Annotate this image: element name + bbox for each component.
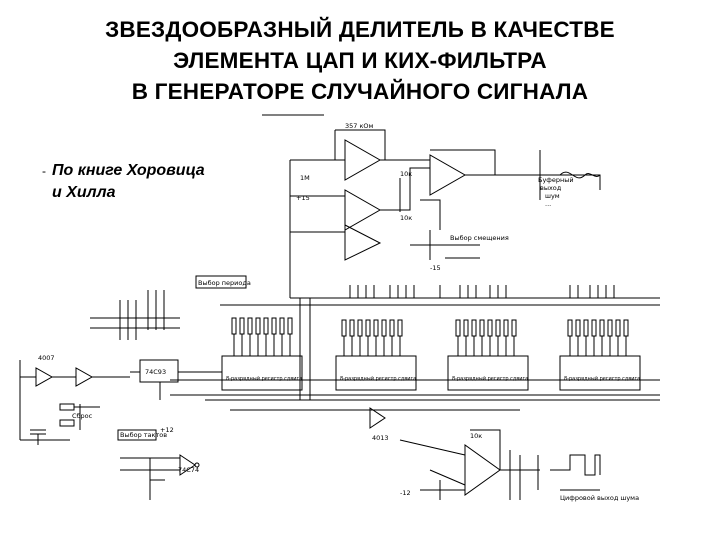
source-note: - По книге Хоровица и Хилла (42, 160, 205, 204)
title-line-3: В ГЕНЕРАТОРЕ СЛУЧАЙНОГО СИГНАЛА (131, 79, 589, 104)
resistor-array-1 (231, 317, 293, 356)
shift-register-3 (447, 355, 529, 391)
shift-register-4 (559, 355, 641, 391)
title-line-1: ЗВЕЗДООБРАЗНЫЙ ДЕЛИТЕЛЬ В КАЧЕСТВЕ (105, 17, 615, 42)
schem-label-top: 357 кОм (345, 122, 374, 130)
schem-chip-3: 4013 (372, 434, 389, 442)
resistor-array-4 (567, 319, 629, 356)
counter-chip (139, 359, 179, 383)
schem-label-digital: Цифровой выход шума (560, 494, 639, 502)
note-bullet: - (42, 164, 46, 178)
note-line-2: и Хилла (52, 184, 116, 201)
schematic-labels: 357 кОм Буферный выход шум ... Выбор сме… (38, 122, 640, 502)
schem-pin-0: +12 (160, 426, 174, 434)
schem-label-reset: Сброс (72, 412, 93, 420)
schem-label-out-2: шум (545, 192, 560, 200)
schematic-wiring (19, 114, 660, 500)
schem-pin-3: -15 (430, 264, 441, 272)
schem-label-out-1: выход (540, 184, 562, 192)
schem-label-adj: Выбор смещения (450, 234, 509, 242)
schem-label-reg-4: 8-разрядный регистр сдвига (564, 375, 640, 382)
schem-pin-6: 10к (400, 214, 412, 222)
resistor-array-2 (341, 319, 403, 356)
title-line-2: ЭЛЕМЕНТА ЦАП И КИХ-ФИЛЬТРА (173, 48, 547, 73)
slide-title: ЗВЕЗДООБРАЗНЫЙ ДЕЛИТЕЛЬ В КАЧЕСТВЕ ЭЛЕМЕ… (0, 14, 720, 107)
schem-label-out-3: ... (545, 200, 551, 208)
schem-pin-7: 10к (470, 432, 482, 440)
schem-label-clock: Выбор тактов (120, 431, 167, 439)
note-line-1: По книге Хоровица (52, 162, 205, 179)
schem-label-reg-3: 8-разрядный регистр сдвига (452, 375, 528, 382)
schem-label-reg-2: 8-разрядный регистр сдвига (340, 375, 416, 382)
resistor-array-3 (455, 319, 517, 356)
schem-label-out-0: Буферный (538, 176, 574, 184)
schem-pin-2: +15 (296, 194, 310, 202)
schem-pin-1: -12 (400, 489, 411, 497)
schem-chip-2: 74С74 (178, 466, 199, 474)
schem-label-time: Выбор периода (198, 279, 251, 287)
shift-register-1 (221, 355, 303, 391)
shift-register-2 (335, 355, 417, 391)
schem-pin-4: 1М (300, 174, 310, 182)
schem-chip-1: 74С93 (145, 368, 166, 376)
schem-label-reg-1: 8-разрядный регистр сдвига (226, 375, 302, 382)
schem-pin-5: 10к (400, 170, 412, 178)
schem-chip-0: 4007 (38, 354, 55, 362)
